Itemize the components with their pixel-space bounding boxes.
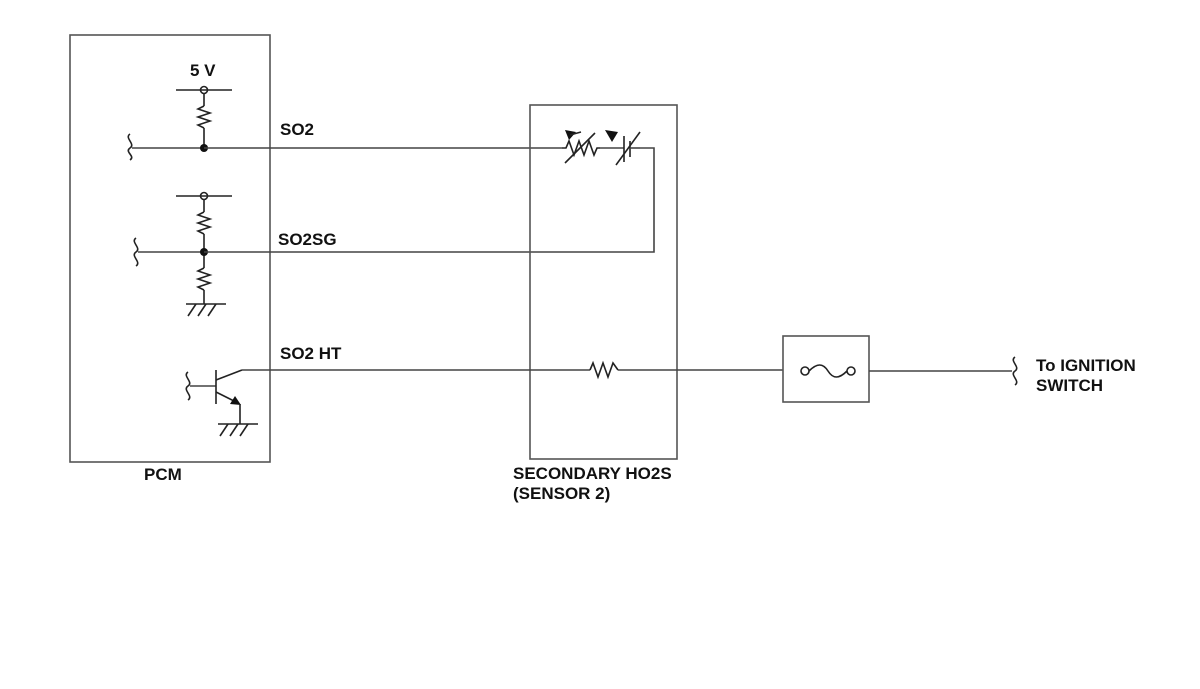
so2ht-label: SO2 HT: [280, 344, 342, 363]
so2-label: SO2: [280, 120, 314, 139]
so2ht-input-connector-icon: [185, 371, 191, 401]
so2-pullup-resistor: [195, 105, 213, 129]
ignition-connector-icon: [1012, 356, 1018, 386]
fuse-icon: [800, 364, 856, 378]
transistor-ground-icon: [218, 423, 258, 437]
variable-cell-arrow-icon: [605, 130, 618, 142]
fuse-box: [782, 335, 870, 403]
so2sg-label: SO2SG: [278, 230, 337, 249]
ignition-label-line2: SWITCH: [1036, 376, 1103, 395]
sensor-label-line1: SECONDARY HO2S: [513, 464, 672, 483]
sensor-label-line2: (SENSOR 2): [513, 484, 610, 503]
heater-resistor: [589, 360, 619, 380]
so2sg-supply-terminal: [176, 191, 232, 212]
so2sg-ground-icon: [186, 303, 226, 317]
so2-input-connector-icon: [127, 133, 133, 161]
pcm-label: PCM: [144, 465, 182, 484]
sensor-variable-resistor: [562, 138, 600, 158]
ignition-label-line1: To IGNITION: [1036, 356, 1136, 375]
so2sg-lower-resistor: [195, 267, 213, 291]
so2sg-input-connector-icon: [133, 237, 139, 267]
so2-supply-terminal: [176, 85, 232, 106]
supply-5v-label: 5 V: [190, 61, 216, 80]
pcm-box: [69, 34, 271, 463]
secondary-ho2s-box: [529, 104, 678, 460]
so2sg-upper-resistor: [195, 211, 213, 235]
heater-driver-transistor: [215, 369, 243, 424]
so2sg-wire: [204, 147, 655, 253]
